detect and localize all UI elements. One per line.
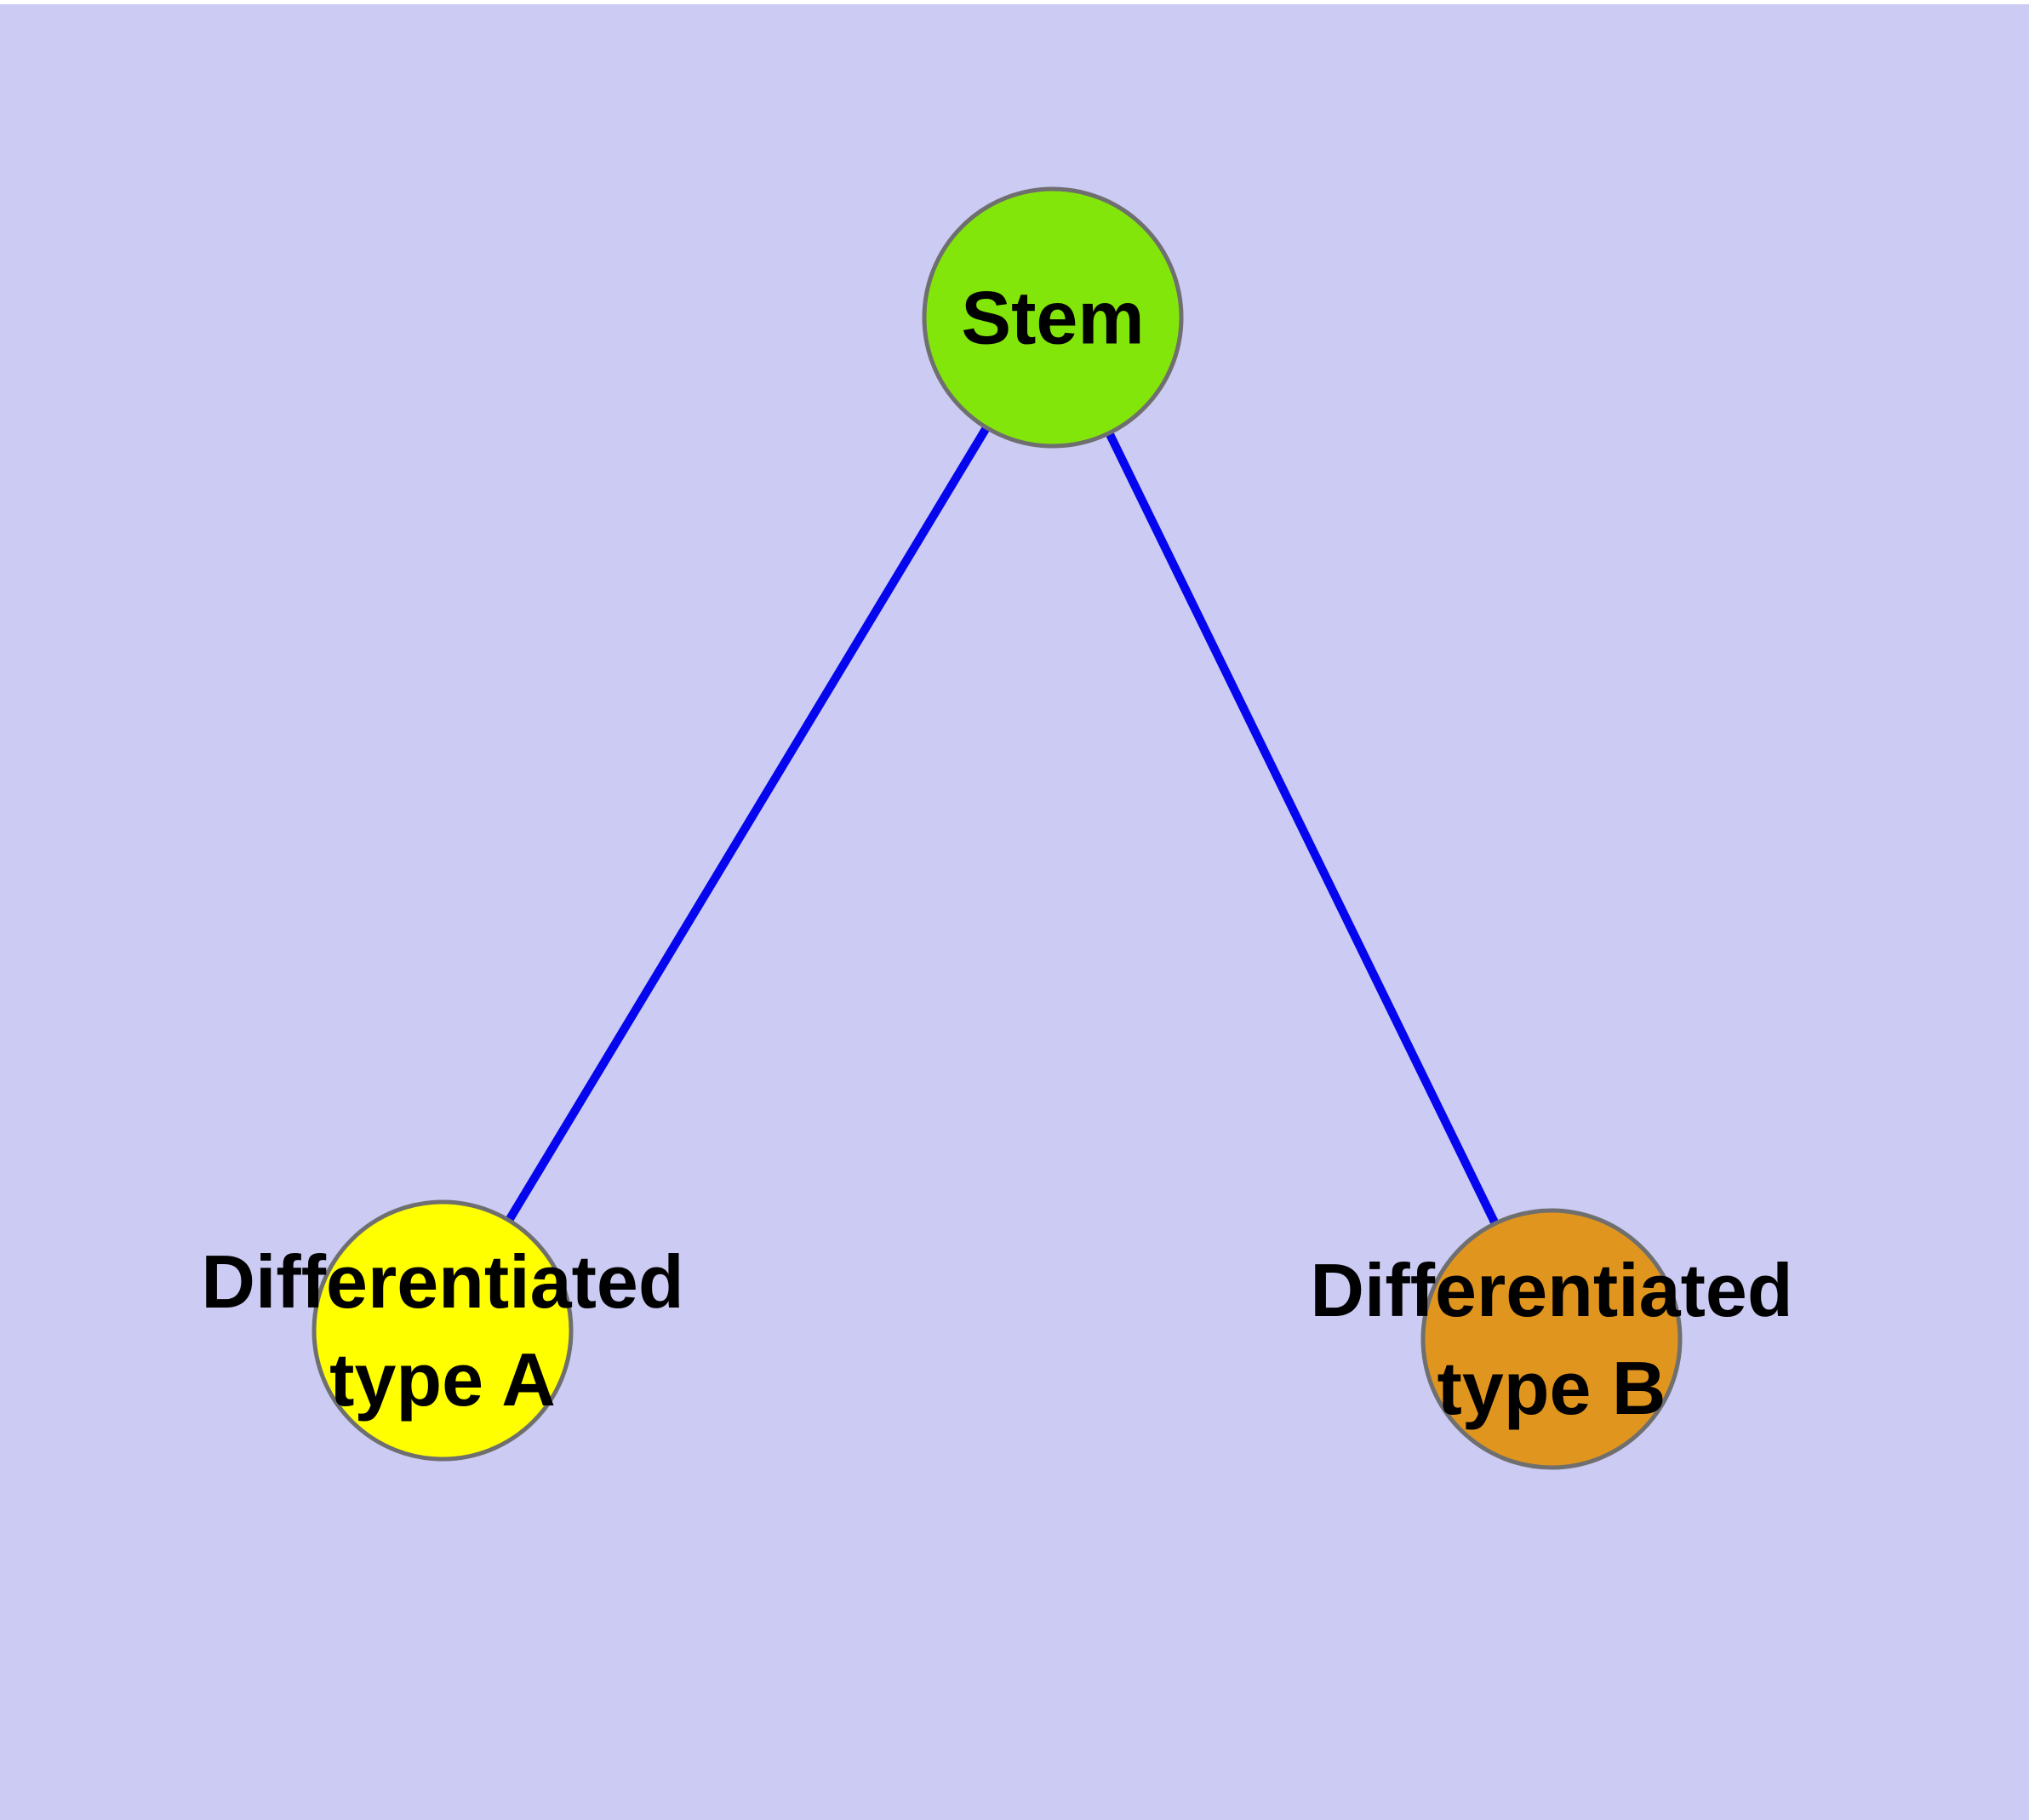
edge-stem-type-b: [1049, 315, 1556, 1342]
node-stem-circle: [922, 186, 1184, 449]
node-type-b-circle: [1420, 1208, 1683, 1470]
diagram-canvas: [0, 4, 2029, 1820]
node-type-a-circle: [311, 1199, 574, 1462]
node-type-b-label: Differentiated type B: [1310, 1248, 1793, 1430]
node-stem-label: Stem: [961, 275, 1145, 360]
graph-diagram: Stem Differentiated type A Differentiate…: [0, 4, 2029, 1820]
node-type-a-label: Differentiated type A: [201, 1239, 684, 1422]
edge-stem-type-a: [438, 315, 1057, 1333]
top-margin-strip: [0, 0, 2029, 4]
